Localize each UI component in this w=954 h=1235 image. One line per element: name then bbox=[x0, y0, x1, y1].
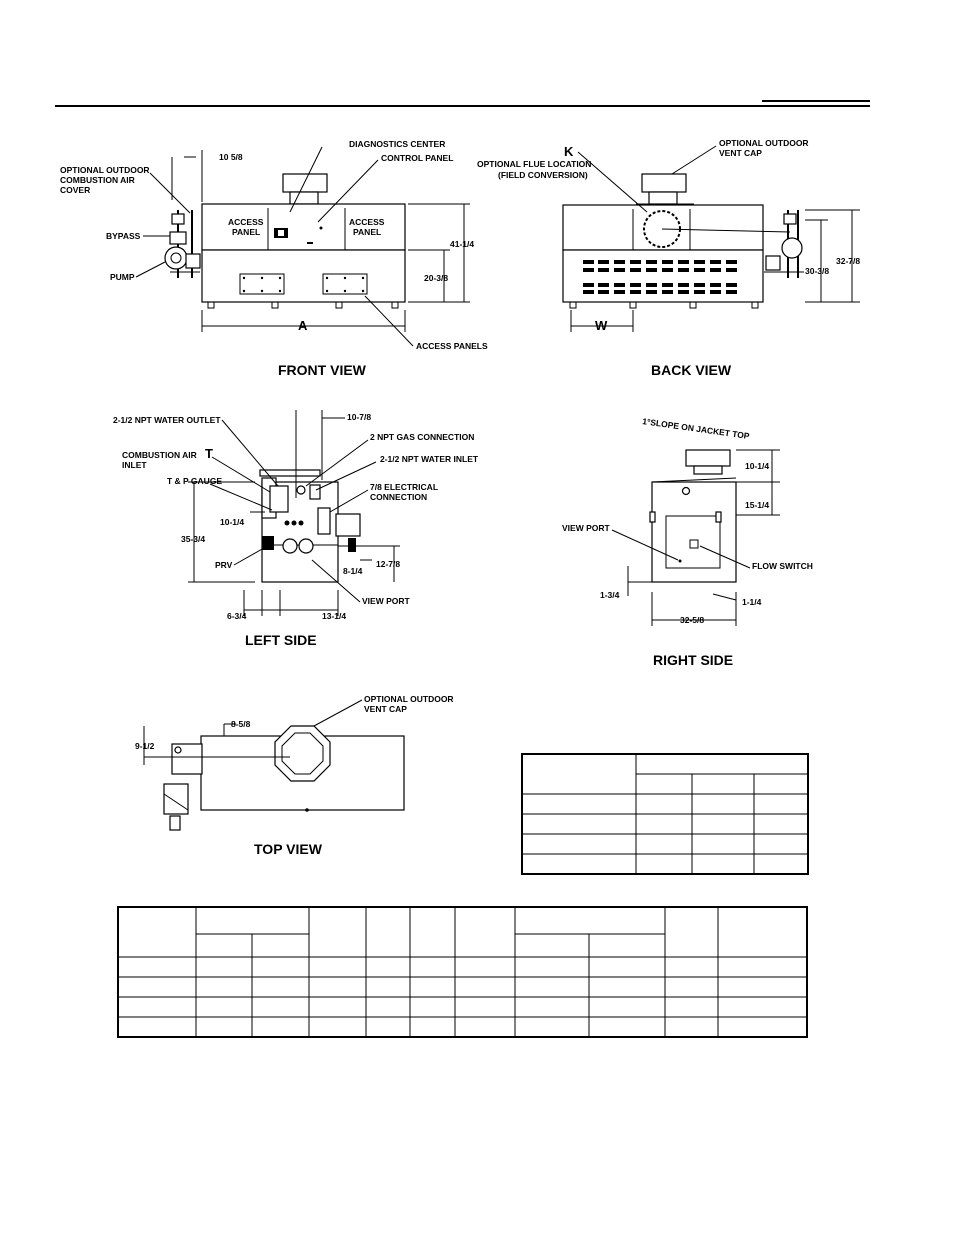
right-dim-1-1-4-label: 1-1/4 bbox=[742, 597, 762, 607]
dim-35-3-4-label: 35-3/4 bbox=[181, 534, 205, 544]
outdoor-air-cover-label-3: COVER bbox=[60, 185, 90, 195]
dim-30-3-8-label: 30-3/8 bbox=[805, 266, 829, 276]
flow-switch-label: FLOW SWITCH bbox=[752, 561, 813, 571]
dim-w-label: W bbox=[595, 318, 608, 333]
back-view: K OPTIONAL FLUE LOCATION (FIELD CONVERSI… bbox=[477, 138, 860, 378]
right-dim-10-1-4-label: 10-1/4 bbox=[745, 461, 769, 471]
dim-6-3-4-label: 6-3/4 bbox=[227, 611, 247, 621]
dim-10-7-8-label: 10-7/8 bbox=[347, 412, 371, 422]
prv-label: PRV bbox=[215, 560, 233, 570]
top-vent-cap-octagon bbox=[274, 725, 331, 782]
lower-access-panel-right bbox=[322, 273, 368, 295]
flue-label-1: OPTIONAL FLUE LOCATION bbox=[477, 159, 591, 169]
access-panels-label: ACCESS PANELS bbox=[416, 341, 488, 351]
right-view-port-label: VIEW PORT bbox=[562, 523, 611, 533]
top-vent-cap-label-2: VENT CAP bbox=[364, 704, 407, 714]
tp-gauge-label: T & P GAUGE bbox=[167, 476, 222, 486]
back-upper-panel bbox=[562, 204, 764, 251]
right-dim-32-5-8-label: 32-5/8 bbox=[680, 615, 704, 625]
access-panel-left-label-2: PANEL bbox=[232, 227, 260, 237]
front-view: DIAGNOSTICS CENTER CONTROL PANEL OPTIONA… bbox=[60, 139, 488, 378]
dim-13-1-4-label: 13-1/4 bbox=[322, 611, 346, 621]
dim-12-7-8-label: 12-7/8 bbox=[376, 559, 400, 569]
t-label: T bbox=[205, 446, 213, 461]
front-view-title: FRONT VIEW bbox=[278, 362, 367, 378]
access-panel-left-label-1: ACCESS bbox=[228, 217, 264, 227]
top-pump bbox=[163, 783, 189, 815]
water-inlet-label: 2-1/2 NPT WATER INLET bbox=[380, 454, 479, 464]
back-vent-cap-label-2: VENT CAP bbox=[719, 148, 762, 158]
flue-label-2: (FIELD CONVERSION) bbox=[498, 170, 588, 180]
right-side-title: RIGHT SIDE bbox=[653, 652, 733, 668]
gas-connection-label: 2 NPT GAS CONNECTION bbox=[370, 432, 474, 442]
diagnostics-center-label: DIAGNOSTICS CENTER bbox=[349, 139, 445, 149]
lower-access-panel-left bbox=[239, 273, 285, 295]
back-pump-icon bbox=[781, 237, 803, 259]
dim-8-1-4-label: 8-1/4 bbox=[343, 566, 363, 576]
right-dim-1-3-4-label: 1-3/4 bbox=[600, 590, 620, 600]
prv-valve bbox=[262, 536, 274, 550]
back-louvers bbox=[583, 260, 737, 294]
back-view-title: BACK VIEW bbox=[651, 362, 732, 378]
back-lower-panel bbox=[562, 249, 764, 303]
electrical-label-1: 7/8 ELECTRICAL bbox=[370, 482, 438, 492]
dim-10-5-8-label: 10 5/8 bbox=[219, 152, 243, 162]
front-upper-panel bbox=[201, 203, 406, 251]
right-side-body bbox=[651, 481, 737, 583]
small-dimension-table bbox=[521, 753, 809, 875]
right-side-view: 1°SLOPE ON JACKET TOP VIEW PORT FLOW SWI… bbox=[562, 416, 813, 668]
combustion-air-label-1: COMBUSTION AIR bbox=[122, 450, 197, 460]
left-side-view: 2-1/2 NPT WATER OUTLET COMBUSTION AIR IN… bbox=[113, 410, 479, 648]
water-outlet-label: 2-1/2 NPT WATER OUTLET bbox=[113, 415, 221, 425]
control-panel-label: CONTROL PANEL bbox=[381, 153, 453, 163]
left-view-port-label: VIEW PORT bbox=[362, 596, 411, 606]
slope-label: 1°SLOPE ON JACKET TOP bbox=[642, 416, 751, 441]
top-vent-cap-label-1: OPTIONAL OUTDOOR bbox=[364, 694, 454, 704]
dim-8-5-8-label: 8-5/8 bbox=[231, 719, 251, 729]
k-label: K bbox=[564, 144, 574, 159]
dim-9-1-2-label: 9-1/2 bbox=[135, 741, 155, 751]
large-dimension-table bbox=[117, 906, 808, 1038]
right-dim-15-1-4-label: 15-1/4 bbox=[745, 500, 769, 510]
dim-10-1-4-label: 10-1/4 bbox=[220, 517, 244, 527]
front-lower-panel bbox=[201, 249, 406, 303]
dim-a-label: A bbox=[298, 318, 308, 333]
top-view: OPTIONAL OUTDOOR VENT CAP 8-5/8 9-1/2 TO… bbox=[135, 694, 454, 857]
back-vent-cap-label-1: OPTIONAL OUTDOOR bbox=[719, 138, 809, 148]
back-vent-cap-body bbox=[641, 173, 687, 193]
top-view-title: TOP VIEW bbox=[254, 841, 323, 857]
pump-icon bbox=[164, 246, 188, 270]
vent-cap-neck bbox=[289, 191, 319, 205]
dim-32-7-8-label: 32-7/8 bbox=[836, 256, 860, 266]
access-panel-right-label-2: PANEL bbox=[353, 227, 381, 237]
dim-41-1-4-label: 41-1/4 bbox=[450, 239, 474, 249]
right-vent-cap bbox=[685, 449, 731, 467]
dim-20-3-8-label: 20-3/8 bbox=[424, 273, 448, 283]
outdoor-air-cover-label-1: OPTIONAL OUTDOOR bbox=[60, 165, 150, 175]
bypass-label: BYPASS bbox=[106, 231, 141, 241]
access-panel-right-label-1: ACCESS bbox=[349, 217, 385, 227]
left-side-title: LEFT SIDE bbox=[245, 632, 317, 648]
combustion-air-label-2: INLET bbox=[122, 460, 147, 470]
outdoor-air-cover-label-2: COMBUSTION AIR bbox=[60, 175, 135, 185]
vent-cap-body bbox=[282, 173, 328, 193]
electrical-label-2: CONNECTION bbox=[370, 492, 427, 502]
pump-label: PUMP bbox=[110, 272, 135, 282]
electrical-connection-box bbox=[335, 513, 361, 537]
